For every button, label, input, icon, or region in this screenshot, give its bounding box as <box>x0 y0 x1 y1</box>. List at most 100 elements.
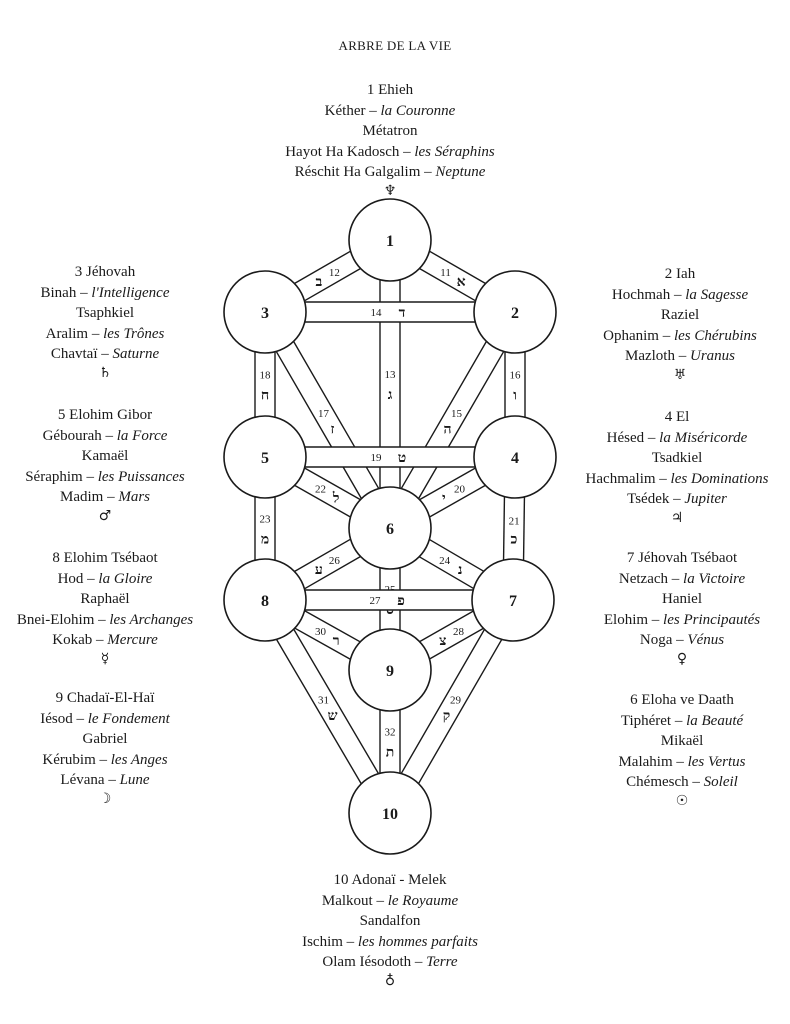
planet: Mars <box>118 489 150 505</box>
hebrew-letter: א <box>457 275 466 290</box>
path-channel <box>255 347 275 422</box>
sephira-2-info: 2 Iah Hochmah – la Sagesse Raziel Ophani… <box>560 264 790 383</box>
path-edge <box>415 346 507 504</box>
path-edge <box>289 248 356 287</box>
choir-meaning: les Trônes <box>103 325 165 342</box>
path-number: 16 <box>510 370 522 382</box>
divine-name: 4 El <box>664 409 690 425</box>
path-number: 18 <box>260 370 272 382</box>
sephira-circle <box>223 270 307 354</box>
sephira-name: Kéther <box>324 102 366 119</box>
planet: Neptune <box>435 164 486 180</box>
path-channel <box>290 536 365 592</box>
path-channel <box>274 625 381 788</box>
path-26: 26ע <box>289 536 366 592</box>
sephira-circle <box>471 558 555 642</box>
planet-name: Chémesch <box>626 774 689 790</box>
sephira-meaning: la Beauté <box>686 712 744 729</box>
planet-line: Mazloth – Uranus <box>624 348 735 364</box>
path-number: 31 <box>318 695 329 707</box>
path-edge <box>414 553 479 592</box>
path-edge <box>290 482 355 521</box>
path-edge <box>425 625 488 662</box>
path-23: 23מ <box>254 492 276 565</box>
path-number: 12 <box>329 267 340 279</box>
sephira-name: Iésod <box>40 710 73 727</box>
sephira-5-info: 5 Elohim Gibor Gébourah – la Force Kamaë… <box>0 405 225 524</box>
sephira-number: 1 <box>386 233 394 250</box>
path-edge <box>273 346 365 504</box>
planet-name: Lévana <box>60 772 105 788</box>
sephira-meaning: la Sagesse <box>685 286 749 303</box>
path-edge <box>300 607 365 645</box>
sephira-9-info: 9 Chadaï-El-Haï Iésod – le Fondement Gab… <box>0 688 225 807</box>
sephira-meaning: l'Intelligence <box>91 284 170 301</box>
hebrew-letter: מ <box>261 533 269 548</box>
path-20: 20י <box>415 464 490 521</box>
choir-name: Séraphim <box>25 468 83 485</box>
archangel: Tsaphkiel <box>75 305 135 321</box>
choir-meaning: les Puissances <box>97 468 185 485</box>
sephira-line: Hod – la Gloire <box>57 570 153 587</box>
path-channel <box>290 465 365 520</box>
choir-meaning: les Principautés <box>663 611 761 628</box>
sephira-line: Netzach – la Victoire <box>618 570 746 587</box>
archangel: Mikaël <box>660 733 704 749</box>
hebrew-letter: ז <box>331 423 335 438</box>
hebrew-letter: צ <box>439 634 446 649</box>
planet-name: Tsédek <box>627 491 670 507</box>
hebrew-letter: ה <box>443 423 451 438</box>
path-channel <box>255 492 275 565</box>
sephira-4: 4 <box>473 415 557 499</box>
sephira-meaning: la Victoire <box>683 570 746 587</box>
mercury-icon: ☿ <box>100 650 110 667</box>
choir-name: Ophanim <box>603 327 659 344</box>
path-number: 15 <box>451 408 463 420</box>
sephira-circle <box>348 198 432 282</box>
jupiter-icon: ♃ <box>670 509 684 526</box>
archangel: Tsadkiel <box>651 450 703 466</box>
sephira-circle <box>473 270 557 354</box>
sephira-meaning: la Miséricorde <box>659 429 748 446</box>
planet-name: Noga <box>639 632 673 648</box>
choir-meaning: les hommes parfaits <box>357 933 478 950</box>
choir-name: Hayot Ha Kadosch <box>285 143 400 160</box>
path-channel <box>290 608 365 662</box>
path-number: 13 <box>385 369 397 381</box>
sephira-name: Binah <box>40 284 77 301</box>
planet: Terre <box>426 954 458 970</box>
path-edge <box>299 553 366 592</box>
choir-meaning: les Archanges <box>109 611 194 628</box>
path-number: 20 <box>454 484 466 496</box>
sephira-name: Hochmah <box>611 286 671 303</box>
hebrew-letter: ת <box>386 746 395 761</box>
hebrew-letter: ב <box>315 275 322 290</box>
choir-name: Kérubim <box>42 751 96 768</box>
sephira-number: 7 <box>509 593 517 610</box>
planet-name: Kokab <box>52 632 93 648</box>
sephira-10: 10 <box>348 771 432 855</box>
divine-name: 8 Elohim Tsébaot <box>52 550 158 566</box>
path-11: 11א <box>414 248 491 304</box>
path-31: 31ש <box>273 624 382 789</box>
planet-line: Madim – Mars <box>59 489 150 505</box>
sephira-number: 5 <box>261 450 269 467</box>
path-24: 24נ <box>414 536 489 592</box>
sephira-3-info: 3 Jéhovah Binah – l'Intelligence Tsaphki… <box>0 262 225 381</box>
page-title: ARBRE DE LA VIE <box>338 38 452 53</box>
choir-name: Malahim <box>618 753 673 770</box>
path-22: 22ל <box>290 464 365 521</box>
sephira-line: Malkout – le Royaume <box>321 892 459 909</box>
divine-name: 3 Jéhovah <box>74 264 136 280</box>
path-channel <box>300 302 480 322</box>
sephira-line: Hochmah – la Sagesse <box>611 286 749 303</box>
uranus-icon: ♅ <box>673 366 687 383</box>
path-edge <box>299 265 366 304</box>
path-channel <box>415 248 490 304</box>
choir-line: Bnei-Elohim – les Archanges <box>16 611 194 628</box>
path-channel <box>415 465 490 520</box>
choir-line: Ischim – les hommes parfaits <box>302 933 478 950</box>
choir-name: Aralim <box>45 325 89 342</box>
archangel: Gabriel <box>82 731 128 747</box>
